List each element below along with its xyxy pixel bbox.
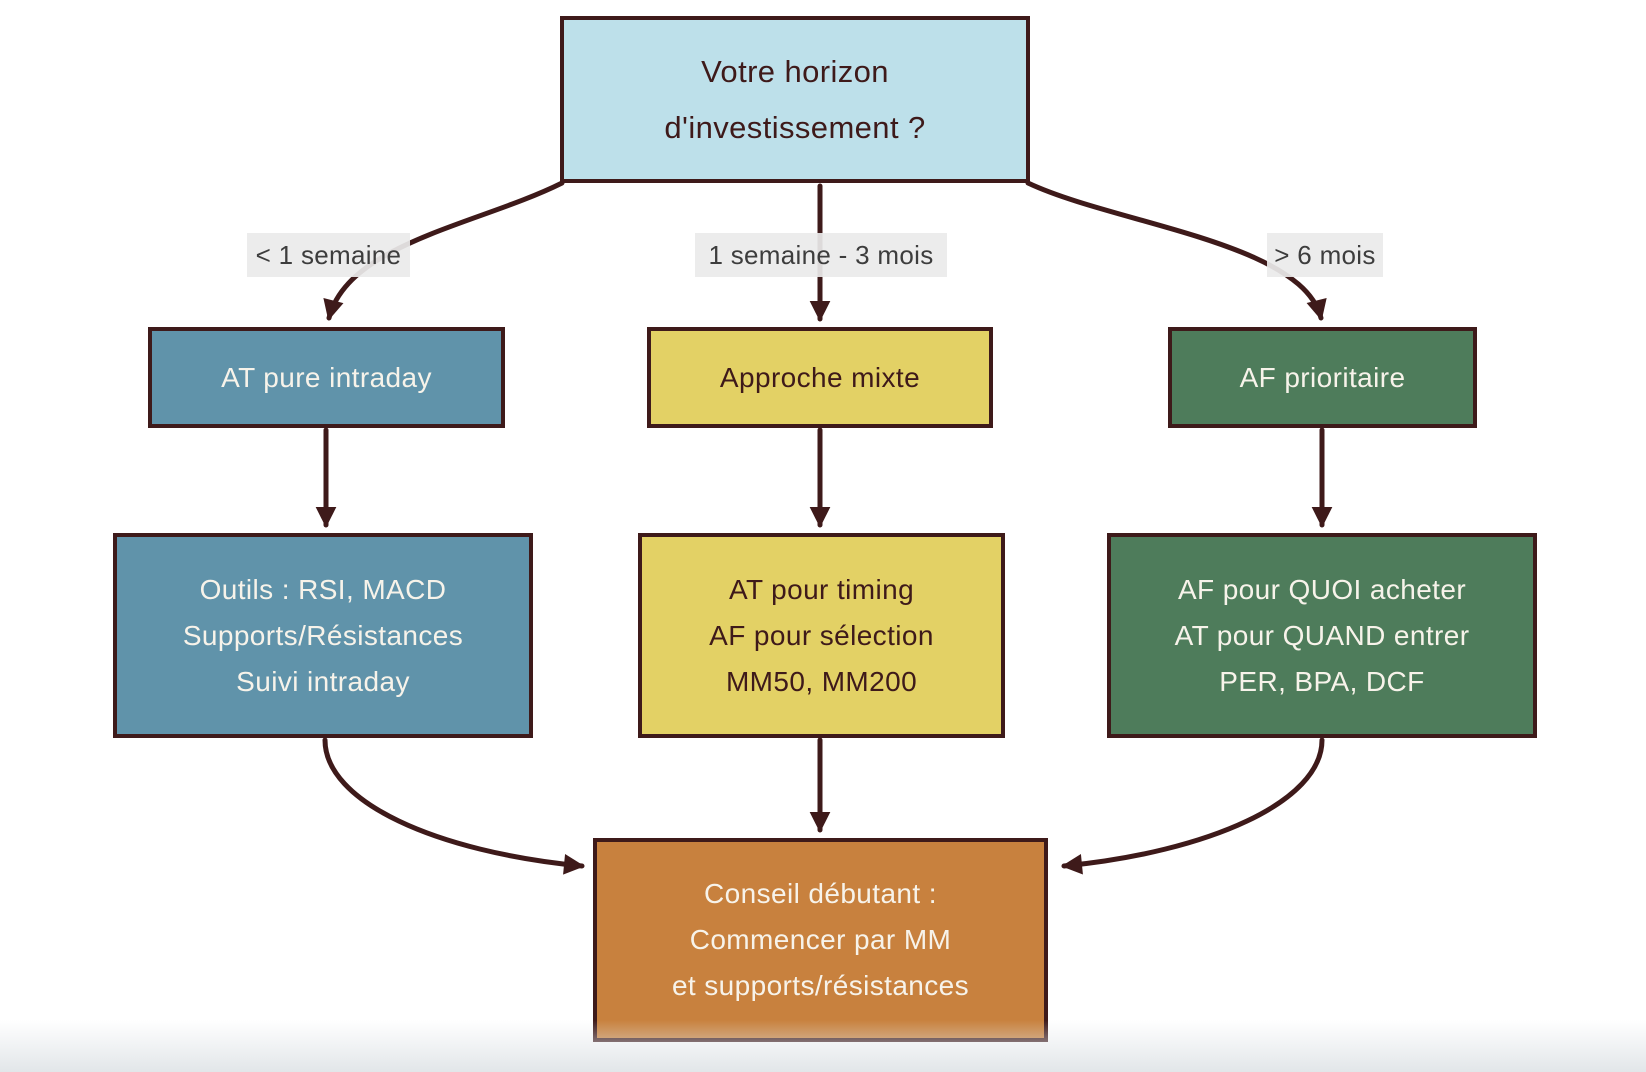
edge-af-detail-to-advice bbox=[1061, 737, 1325, 875]
node-text-line: AF pour sélection bbox=[709, 619, 934, 651]
node-text-line: AF prioritaire bbox=[1239, 361, 1406, 393]
node-investment-horizon-question: Votre horizon d'investissement ? bbox=[560, 16, 1030, 183]
node-text-line: Outils : RSI, MACD bbox=[199, 573, 447, 605]
node-text-line: d'investissement ? bbox=[664, 109, 926, 145]
node-text-line: Suivi intraday bbox=[236, 665, 410, 697]
node-text-line: AT pure intraday bbox=[221, 361, 432, 393]
node-mixte-method-detail: AT pour timing AF pour sélection MM50, M… bbox=[638, 533, 1005, 738]
node-af-method-detail: AF pour QUOI acheter AT pour QUAND entre… bbox=[1107, 533, 1537, 738]
node-text-line: Conseil débutant : bbox=[704, 878, 937, 909]
node-at-tools-detail: Outils : RSI, MACD Supports/Résistances … bbox=[113, 533, 533, 738]
node-beginner-advice: Conseil débutant : Commencer par MM et s… bbox=[593, 838, 1048, 1042]
node-text-line: MM50, MM200 bbox=[725, 665, 918, 697]
node-text-line: AT pour timing bbox=[728, 573, 915, 605]
edge-label-long-term: > 6 mois bbox=[1267, 233, 1383, 277]
node-text-line: Votre horizon bbox=[701, 53, 889, 89]
node-text-line: et supports/résistances bbox=[671, 970, 970, 1001]
edge-question-to-at bbox=[323, 180, 565, 321]
node-text-line: Supports/Résistances bbox=[182, 619, 464, 651]
node-text-line: AF pour QUOI acheter bbox=[1177, 573, 1467, 605]
edge-label-mid-term: 1 semaine - 3 mois bbox=[695, 233, 947, 277]
node-approche-mixte: Approche mixte bbox=[647, 327, 993, 428]
node-text-line: AT pour QUAND entrer bbox=[1174, 619, 1470, 651]
node-text-line: Commencer par MM bbox=[689, 924, 952, 955]
node-af-prioritaire: AF prioritaire bbox=[1168, 327, 1477, 428]
edge-question-to-af bbox=[1025, 180, 1327, 321]
edge-at-detail-to-advice bbox=[322, 737, 585, 875]
node-text-line: PER, BPA, DCF bbox=[1219, 665, 1425, 697]
edge-label-short-term: < 1 semaine bbox=[247, 233, 410, 277]
node-text-line: Approche mixte bbox=[719, 361, 921, 393]
node-at-pure-intraday: AT pure intraday bbox=[148, 327, 505, 428]
